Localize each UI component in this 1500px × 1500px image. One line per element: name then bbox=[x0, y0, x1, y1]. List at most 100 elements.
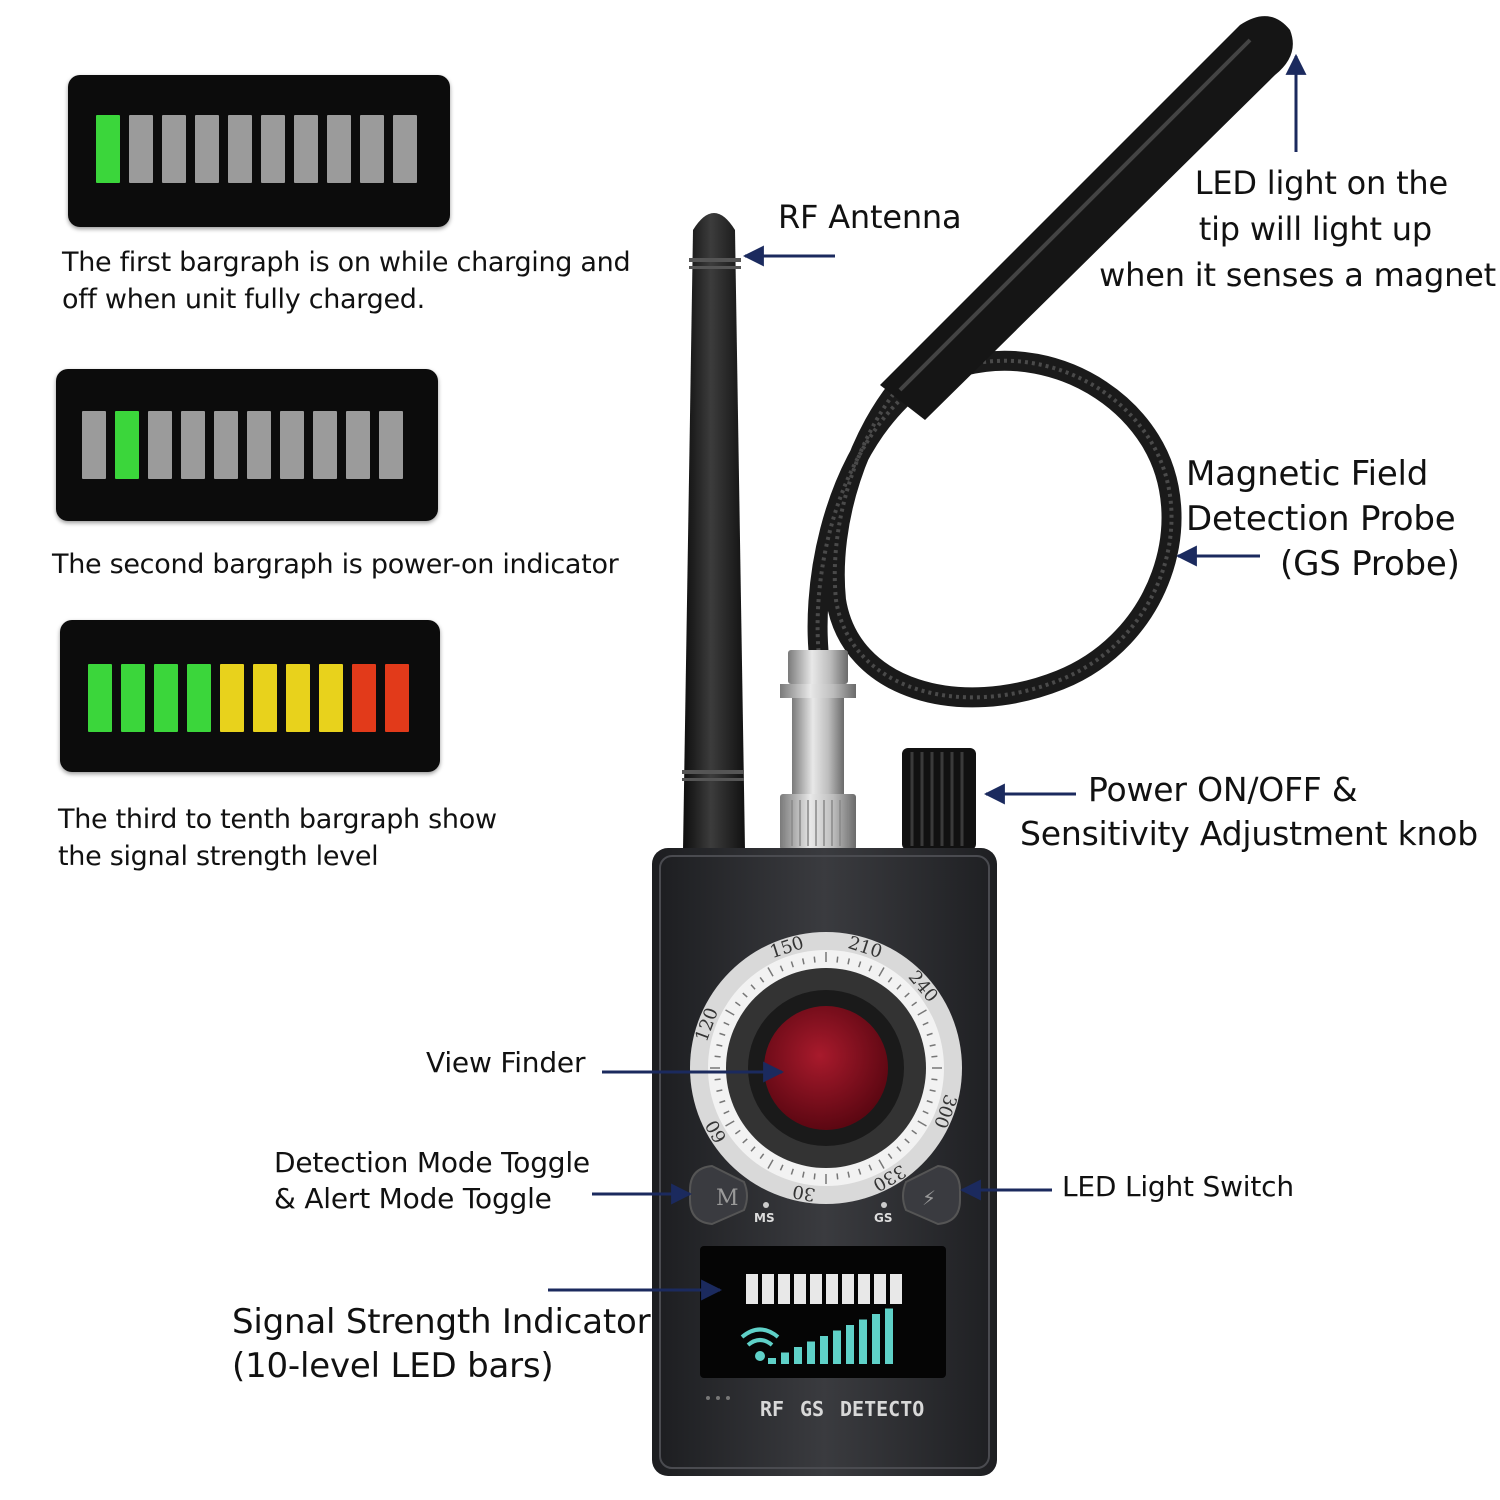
dial-tick bbox=[878, 967, 885, 977]
bargraph-segment bbox=[154, 664, 178, 732]
dial-tick bbox=[929, 1089, 936, 1093]
callout-power: Power ON/OFF & Sensitivity Adjustment kn… bbox=[1020, 768, 1478, 856]
dial-tick bbox=[725, 1120, 735, 1127]
level-bar bbox=[833, 1330, 841, 1364]
callout-text: tip will light up bbox=[1198, 210, 1432, 248]
caption-line: off when unit fully charged. bbox=[62, 284, 425, 315]
callout-text: Signal Strength Indicator bbox=[232, 1302, 651, 1342]
mode-button-label: M bbox=[716, 1186, 739, 1211]
dial-tick bbox=[926, 1100, 933, 1104]
level-bar bbox=[872, 1314, 880, 1364]
dial-tick bbox=[716, 1043, 723, 1047]
bargraph-panel-charging bbox=[68, 75, 450, 227]
callout-text: Sensitivity Adjustment knob bbox=[1020, 814, 1479, 853]
callout-rf-antenna: RF Antenna bbox=[778, 198, 962, 236]
callout-signal: Signal Strength Indicator (10-level LED … bbox=[232, 1300, 651, 1388]
led-switch-button[interactable]: ⚡ bbox=[902, 1164, 961, 1226]
caption-charging: The first bargraph is on while charging … bbox=[62, 244, 631, 318]
bargraph-segment bbox=[129, 115, 153, 183]
level-bar bbox=[768, 1358, 776, 1364]
bargraph-segment bbox=[280, 411, 304, 479]
mode-toggle-button[interactable]: M bbox=[689, 1164, 748, 1226]
screen-bar bbox=[762, 1274, 774, 1304]
dial-tick bbox=[922, 1110, 929, 1115]
level-bar bbox=[846, 1325, 854, 1364]
callout-text: when it senses a magnet bbox=[1099, 256, 1496, 294]
dial-tick bbox=[759, 976, 765, 983]
callout-text: Detection Probe bbox=[1186, 499, 1456, 539]
gs-label: GS bbox=[874, 1211, 893, 1225]
bargraph-segment bbox=[319, 664, 343, 732]
bargraph-panel-signal bbox=[60, 620, 440, 772]
dial-tick bbox=[929, 1043, 936, 1047]
dial-tick bbox=[813, 956, 816, 963]
callout-text: RF Antenna bbox=[778, 198, 962, 236]
bargraph-segment bbox=[88, 664, 112, 732]
dial-tick bbox=[847, 1171, 851, 1178]
callout-led-tip: LED light on the tip will light up when … bbox=[1090, 160, 1500, 298]
bargraph-segment bbox=[286, 664, 310, 732]
callout-text: & Alert Mode Toggle bbox=[274, 1182, 552, 1215]
screen-bar bbox=[842, 1274, 854, 1304]
level-bar bbox=[807, 1341, 815, 1364]
footer-detecto: DETECTO bbox=[840, 1397, 924, 1421]
bargraph-segment bbox=[294, 115, 318, 183]
dial-tick bbox=[716, 1089, 723, 1093]
dial-tick bbox=[868, 1164, 873, 1171]
bargraph-segment bbox=[261, 115, 285, 183]
callout-text: View Finder bbox=[426, 1046, 586, 1079]
bargraph-row bbox=[82, 411, 403, 479]
dial-tick bbox=[742, 1138, 748, 1144]
bargraph-segment bbox=[195, 115, 219, 183]
callout-text: LED light on the bbox=[1194, 164, 1449, 202]
gs-probe bbox=[807, 16, 1293, 708]
bargraph-segment bbox=[228, 115, 252, 183]
power-knob bbox=[902, 748, 976, 850]
callout-text: (GS Probe) bbox=[1280, 544, 1460, 584]
dial-tick bbox=[904, 992, 910, 998]
dial-tick bbox=[801, 1171, 805, 1178]
screen-bar bbox=[794, 1274, 806, 1304]
dial-tick bbox=[801, 958, 805, 965]
dial-tick bbox=[719, 1100, 726, 1104]
bargraph-segment bbox=[121, 664, 145, 732]
dial-tick bbox=[917, 1009, 927, 1016]
dial-tick bbox=[896, 1146, 902, 1152]
bargraph-segment bbox=[214, 411, 238, 479]
bargraph-segment bbox=[82, 411, 106, 479]
dial-tick bbox=[911, 1129, 918, 1135]
bargraph-segment bbox=[115, 411, 139, 479]
bargraph-segment bbox=[385, 664, 409, 732]
callout-text: (10-level LED bars) bbox=[232, 1346, 554, 1386]
dial-tick bbox=[779, 965, 784, 972]
dial-tick bbox=[767, 1159, 774, 1169]
bargraph-segment bbox=[313, 411, 337, 479]
screen-bar bbox=[858, 1274, 870, 1304]
dial-tick bbox=[779, 1164, 784, 1171]
callout-led-switch: LED Light Switch bbox=[1062, 1170, 1294, 1203]
bargraph-segment bbox=[247, 411, 271, 479]
dial-tick bbox=[790, 1168, 794, 1175]
dial-tick bbox=[725, 1009, 735, 1016]
bargraph-row bbox=[96, 115, 417, 183]
dial-tick bbox=[714, 1055, 721, 1058]
dial-tick bbox=[790, 961, 794, 968]
caption-power: The second bargraph is power-on indicato… bbox=[52, 546, 619, 583]
dial-tick bbox=[767, 967, 774, 977]
callout-text: Power ON/OFF & bbox=[1088, 770, 1358, 809]
bargraph-segment bbox=[327, 115, 351, 183]
callout-text: Detection Mode Toggle bbox=[274, 1146, 590, 1179]
bargraph-segment bbox=[181, 411, 205, 479]
dial-tick bbox=[904, 1138, 910, 1144]
dial-tick bbox=[759, 1153, 765, 1160]
callout-arrows bbox=[548, 53, 1307, 1301]
dial-tick bbox=[887, 976, 893, 983]
ms-label: MS bbox=[754, 1211, 775, 1225]
bargraph-segment bbox=[352, 664, 376, 732]
callout-probe: Magnetic Field Detection Probe (GS Probe… bbox=[1186, 452, 1466, 587]
lens bbox=[764, 1006, 888, 1130]
dial-number: 30 bbox=[791, 1180, 817, 1205]
dial-tick bbox=[836, 956, 839, 963]
dial-tick bbox=[922, 1021, 929, 1026]
dial-tick bbox=[813, 1173, 816, 1180]
